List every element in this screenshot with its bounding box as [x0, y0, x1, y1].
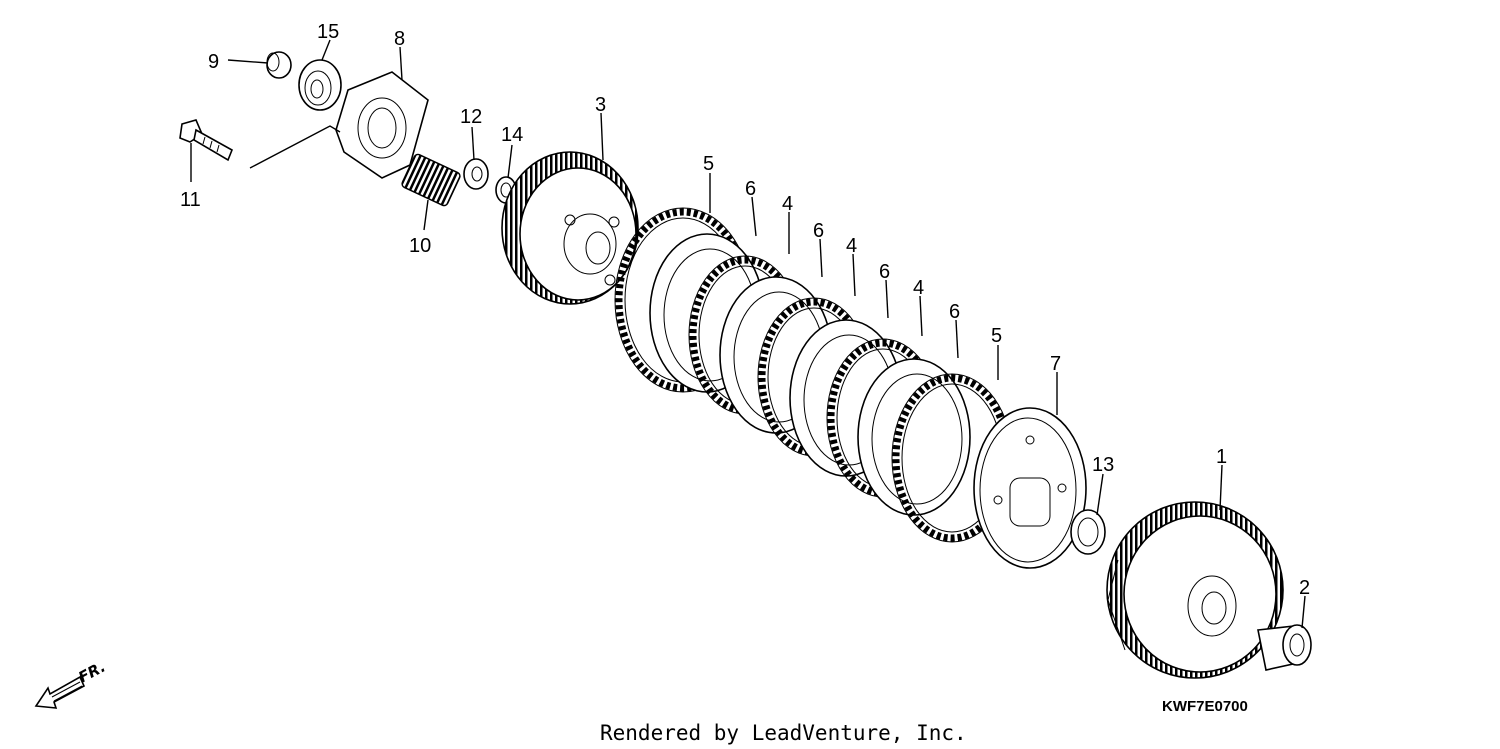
callout-15: 15 [317, 21, 339, 43]
part-3-clutch-center[interactable] [501, 151, 639, 305]
callout-9: 9 [208, 51, 219, 73]
callout-3: 3 [595, 94, 606, 116]
leader-lines [190, 39, 1306, 629]
callout-6: 6 [813, 220, 824, 242]
callout-4: 4 [846, 235, 857, 257]
callout-6: 6 [949, 301, 960, 323]
part-2-collar[interactable] [1257, 624, 1312, 671]
callout-13: 13 [1092, 454, 1114, 476]
part-10-spring[interactable] [401, 153, 462, 207]
callout-4: 4 [782, 193, 793, 215]
part-9-cap[interactable] [266, 51, 292, 79]
part-8-lifter-plate[interactable] [335, 71, 429, 179]
callout-4: 4 [913, 277, 924, 299]
part-6-clutch-plate[interactable] [857, 358, 971, 516]
front-direction-arrow: FR. [34, 658, 108, 709]
callout-10: 10 [409, 235, 431, 257]
callout-5: 5 [703, 153, 714, 175]
part-1-clutch-outer[interactable] [1106, 501, 1284, 679]
callout-14: 14 [501, 124, 523, 146]
part-7-pressure-plate[interactable] [973, 407, 1087, 569]
diagram-code: KWF7E0700 [1162, 698, 1248, 715]
callout-6: 6 [879, 261, 890, 283]
part-11-bolt[interactable] [179, 119, 234, 162]
callout-8: 8 [394, 28, 405, 50]
footer-credit: Rendered by LeadVenture, Inc. [600, 721, 967, 745]
callout-2: 2 [1299, 577, 1310, 599]
part-12-nut[interactable] [463, 158, 489, 190]
callout-6: 6 [745, 178, 756, 200]
callout-numbers: 9 15 8 11 10 12 14 3 5 6 4 6 4 6 4 6 5 7… [180, 21, 1310, 599]
callout-7: 7 [1050, 353, 1061, 375]
callout-12: 12 [460, 106, 482, 128]
callout-1: 1 [1216, 446, 1227, 468]
part-15-bearing[interactable] [298, 59, 342, 111]
part-13-washer[interactable] [1070, 509, 1106, 555]
callout-5: 5 [991, 325, 1002, 347]
callout-11: 11 [180, 189, 201, 211]
